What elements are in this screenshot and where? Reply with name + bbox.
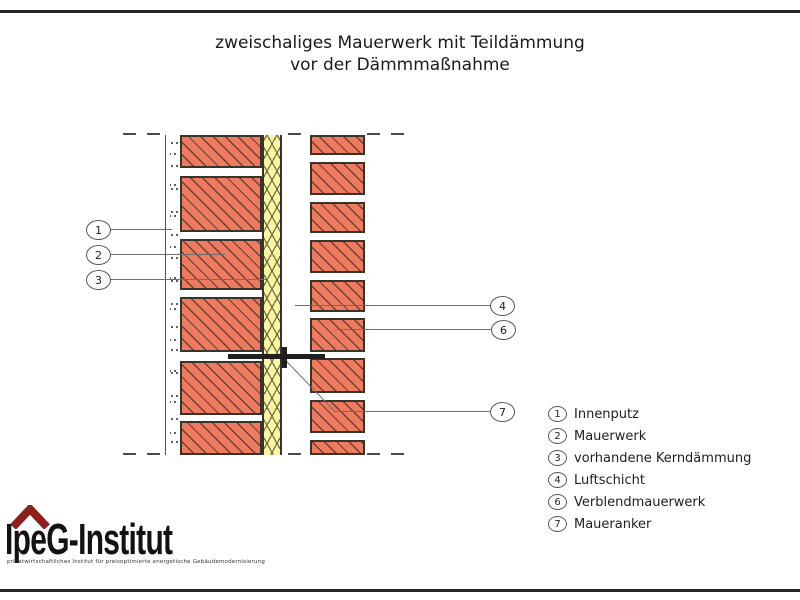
- leader-line-3: [110, 279, 267, 280]
- legend-item-luftschicht: 4 Luftschicht: [548, 469, 751, 491]
- legend-badge-2: 2: [548, 428, 567, 444]
- layer-kerndaemmung: [262, 135, 282, 455]
- maueranker-drip-plate: [282, 347, 287, 368]
- layer-mauerwerk: [180, 135, 262, 455]
- title-line-1: zweischaliges Mauerwerk mit Teildämmung: [215, 33, 585, 53]
- brick-course: [310, 162, 365, 195]
- maueranker-bar: [228, 354, 325, 359]
- cut-line-top-mid: [288, 133, 302, 135]
- brick-course: [310, 135, 365, 155]
- legend-badge-6: 6: [548, 494, 567, 510]
- brick-course: [310, 240, 365, 273]
- callout-2-badge: 2: [86, 245, 111, 265]
- brick-course: [180, 135, 262, 168]
- brick-course: [310, 280, 365, 312]
- callout-4-badge: 4: [490, 296, 515, 316]
- legend-badge-7: 7: [548, 516, 567, 532]
- roof-icon: [10, 505, 50, 529]
- brick-course: [180, 176, 262, 232]
- cut-line-bottom-right: [367, 453, 408, 455]
- cut-line-bottom-mid: [288, 453, 302, 455]
- frame-bottom-line: [0, 589, 800, 592]
- cut-line-bottom-left: [123, 453, 167, 455]
- legend-label-2: Mauerwerk: [574, 428, 647, 444]
- brick-course: [310, 202, 365, 233]
- logo-name: IpeG-Institut: [5, 515, 173, 564]
- brick-course: [310, 400, 365, 433]
- legend-badge-1: 1: [548, 406, 567, 422]
- cut-line-top-right: [367, 133, 408, 135]
- legend-label-7: Maueranker: [574, 516, 652, 532]
- callout-4-number: 4: [499, 299, 506, 313]
- legend-item-innenputz: 1 Innenputz: [548, 403, 751, 425]
- callout-3-number: 3: [95, 273, 102, 287]
- callout-7-number: 7: [499, 405, 506, 419]
- layer-innenputz: [165, 135, 180, 455]
- callout-1-badge: 1: [86, 220, 111, 240]
- legend-item-mauerwerk: 2 Mauerwerk: [548, 425, 751, 447]
- title-line-2: vor der Dämmmaßnahme: [290, 55, 510, 75]
- callout-7-badge: 7: [490, 402, 515, 422]
- legend-label-4: Luftschicht: [574, 472, 645, 488]
- callout-2-number: 2: [95, 248, 102, 262]
- brick-course: [310, 358, 365, 393]
- legend-item-kerndaemmung: 3 vorhandene Kerndämmung: [548, 447, 751, 469]
- callout-6-number: 6: [500, 323, 507, 337]
- leader-line-4: [295, 305, 490, 306]
- legend-badge-3: 3: [548, 450, 567, 466]
- legend-item-verblendmauerwerk: 6 Verblendmauerwerk: [548, 491, 751, 513]
- callout-1-number: 1: [95, 223, 102, 237]
- legend-badge-4: 4: [548, 472, 567, 488]
- brick-course: [180, 361, 262, 415]
- brick-course: [180, 421, 262, 455]
- legend-label-6: Verblendmauerwerk: [574, 494, 706, 510]
- brick-course: [180, 297, 262, 352]
- legend-label-1: Innenputz: [574, 406, 639, 422]
- plaster-stipple-texture: [170, 135, 178, 455]
- logo-tagline: privatwirtschaftliches Institut für prei…: [7, 559, 266, 565]
- leader-line-6: [337, 329, 491, 330]
- brick-course: [180, 239, 262, 290]
- frame-top-line: [0, 10, 800, 13]
- layer-verblendmauerwerk: [310, 135, 365, 455]
- cut-line-top-left: [123, 133, 167, 135]
- leader-line-7: [334, 411, 490, 412]
- legend-item-maueranker: 7 Maueranker: [548, 513, 751, 535]
- leader-line-2: [110, 254, 225, 255]
- legend-label-3: vorhandene Kerndämmung: [574, 450, 752, 466]
- page-title: zweischaliges Mauerwerk mit Teildämmung …: [0, 32, 800, 76]
- legend: 1 Innenputz 2 Mauerwerk 3 vorhandene Ker…: [548, 403, 751, 535]
- leader-line-1: [110, 229, 172, 230]
- brick-course: [310, 440, 365, 455]
- callout-3-badge: 3: [86, 270, 111, 290]
- brick-course: [310, 318, 365, 352]
- callout-6-badge: 6: [491, 320, 516, 340]
